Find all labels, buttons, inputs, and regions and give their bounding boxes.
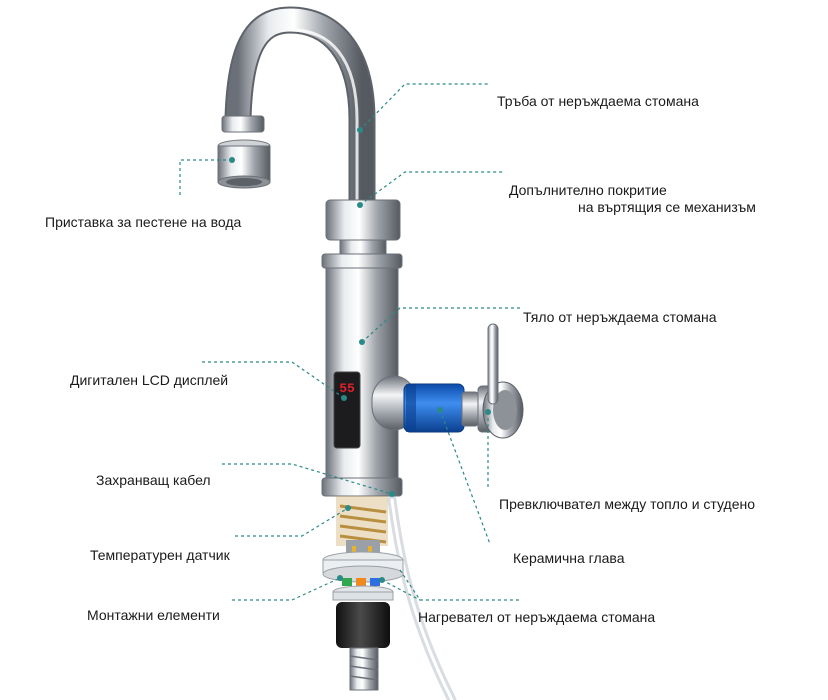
- leader-dots: [229, 127, 491, 583]
- label-heater: Нагревател от неръждаема стомана: [418, 609, 656, 625]
- spout-pipe: [224, 6, 376, 205]
- label-body: Тяло от неръждаема стомана: [523, 309, 717, 325]
- mounting-elements: [322, 551, 404, 691]
- label-switch: Превключвател между топло и студено: [499, 496, 755, 512]
- heater-element: [336, 496, 388, 560]
- label-swivel-coating-line2: на въртящия се механизъм: [578, 199, 756, 215]
- label-aerator: Приставка за пестене на вода: [45, 214, 242, 230]
- label-mounting: Монтажни елементи: [87, 607, 220, 623]
- label-power-cable: Захранващ кабел: [96, 472, 211, 488]
- lcd-display: 55: [333, 371, 361, 449]
- lcd-reading: 55: [339, 381, 355, 396]
- label-swivel-coating-line1: Допълнително покритие: [509, 182, 667, 198]
- label-spout-pipe: Тръба от неръждаема стомана: [497, 93, 699, 109]
- aerator: [217, 139, 271, 189]
- switch-lever: [487, 323, 499, 405]
- label-temp-sensor: Температурен датчик: [90, 547, 230, 563]
- label-lcd: Дигитален LCD дисплей: [70, 372, 229, 388]
- swivel-collar: [325, 199, 401, 241]
- leader-lines: [179, 83, 520, 601]
- hot-cold-switch: [403, 381, 524, 439]
- label-ceramic-head: Керамична глава: [513, 550, 625, 566]
